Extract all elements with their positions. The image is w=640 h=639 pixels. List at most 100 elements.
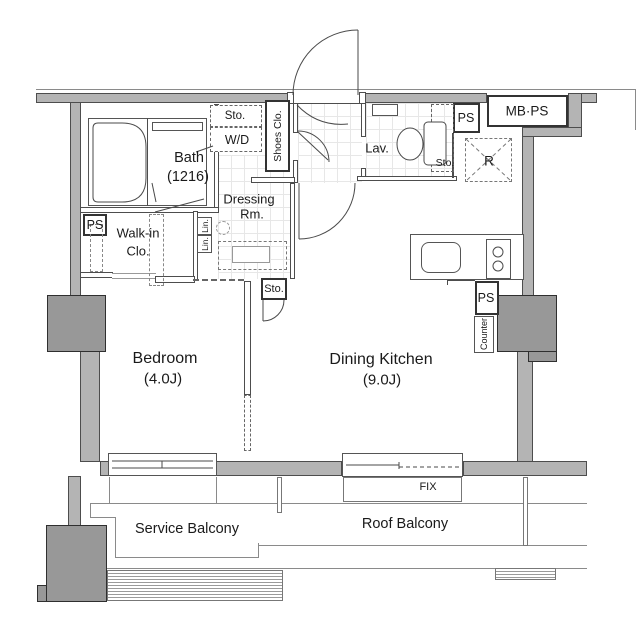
- bath-divider: [147, 118, 148, 206]
- pillar-upper-left: [47, 295, 106, 352]
- kitchen-stove: [486, 239, 511, 279]
- linen-label-2: Lin.: [200, 237, 210, 251]
- storage-door-swing-arc: [262, 299, 285, 322]
- entry-jamb-right: [359, 92, 366, 104]
- ps-shaft-kitchen: [475, 281, 499, 315]
- pillar-kitchen-ext: [528, 351, 557, 362]
- wic-opening: [112, 273, 156, 279]
- wic-hanger-right: [149, 214, 164, 286]
- stove-burner-2: [492, 260, 504, 272]
- partition-bedroom-dk-solid: [244, 281, 251, 395]
- storage-above-wd: [210, 105, 262, 127]
- bath-label: Bath: [174, 150, 204, 166]
- walkin-closet-label-2: Clo.: [126, 243, 150, 259]
- entry-threshold: [293, 103, 360, 104]
- outer-right-line: [635, 89, 636, 130]
- bedroom-size-label: (4.0J): [143, 370, 183, 388]
- linen-label-1: Lin.: [200, 219, 210, 233]
- dressing-bedroom-dashed-line: [193, 279, 244, 281]
- hatch-block-small: [495, 568, 556, 580]
- balcony-left-step: [90, 517, 116, 518]
- wall-dressing-dk: [290, 183, 295, 279]
- balcony-step-vertical: [258, 543, 259, 558]
- ps-shaft-left: [83, 214, 107, 236]
- bathtub: [92, 122, 147, 203]
- bedroom-label: Bedroom: [132, 350, 198, 367]
- wic-hanger-left: [90, 224, 103, 272]
- service-balcony-label: Service Balcony: [135, 521, 239, 537]
- dressing-room-label-1: Dressing: [223, 191, 275, 207]
- ground-line-right: [555, 568, 587, 569]
- dining-kitchen-size-label: (9.0J): [362, 371, 402, 389]
- wall-entry-left-lower: [293, 160, 298, 183]
- lav-cabinet: [372, 104, 398, 116]
- entry-jamb-left: [287, 92, 294, 104]
- balcony-left-edge: [90, 503, 91, 518]
- fix-window-label: FIX: [419, 481, 437, 493]
- stove-burner-1: [492, 246, 504, 258]
- wall-bath-bottom: [80, 207, 219, 213]
- bath-door-line: [154, 198, 205, 213]
- balcony-left-edge2: [115, 517, 116, 558]
- wall-right-step-horizontal: [522, 127, 582, 137]
- partition-bedroom-dk-sliding: [244, 395, 251, 451]
- pillar-lower-left-foot: [37, 585, 47, 602]
- roof-balcony-bottom: [258, 545, 587, 546]
- shoes-closet: [265, 100, 290, 172]
- lavatory-label: Lav.: [365, 140, 389, 156]
- washer-dryer-label: W/D: [224, 133, 250, 147]
- ground-line-left: [107, 568, 496, 569]
- linen-cabinet-2: [197, 235, 212, 253]
- pillar-kitchen: [497, 295, 557, 352]
- ps-top-label: PS: [457, 111, 475, 125]
- ps-shaft-top: [453, 103, 480, 133]
- dressing-vanity-basin: [232, 246, 270, 263]
- bath-shelf: [152, 122, 203, 131]
- entrance-door-swing-arc: [292, 29, 359, 96]
- toilet-tank: [423, 121, 447, 166]
- fridge-cross-2: [465, 138, 512, 182]
- kitchen-step-line2: [447, 280, 448, 285]
- dressing-room-label-2: Rm.: [240, 206, 264, 222]
- dining-kitchen-label: Dining Kitchen: [329, 351, 433, 368]
- hatch-block-large: [107, 570, 283, 601]
- pillar-lower-left: [46, 525, 107, 602]
- toilet-bowl: [396, 127, 424, 161]
- outer-top-line: [36, 89, 636, 90]
- refrigerator-label: R: [484, 153, 494, 169]
- balcony-top-line: [90, 503, 587, 504]
- wall-hall-bottom-left: [251, 177, 295, 183]
- storage-mid: [261, 278, 287, 300]
- hall-door-swing-arc: [298, 182, 356, 240]
- ps-left-label: PS: [86, 218, 104, 232]
- window-connector-right: [216, 477, 217, 503]
- washer-dryer-space: [210, 127, 262, 152]
- service-balcony-bottom: [115, 557, 259, 558]
- kitchen-step-line: [447, 280, 475, 281]
- balcony-divider-service: [277, 477, 282, 513]
- linen-cabinet-1: [197, 217, 212, 235]
- dressing-vanity: [218, 241, 287, 270]
- storage-mid-label: Sto.: [264, 283, 284, 295]
- lav-storage-label: Sto.: [435, 157, 455, 169]
- refrigerator-space: [465, 138, 512, 182]
- counter-label: Counter: [479, 317, 489, 351]
- entry-floor-tiles: [298, 103, 362, 183]
- dressing-door-swing-arc: [297, 130, 330, 163]
- bath-size-label: (1216): [167, 169, 209, 185]
- kitchen-bar-counter: [474, 316, 494, 353]
- kitchen-sink: [421, 242, 461, 273]
- bath-label-leader1: [195, 145, 214, 153]
- walkin-closet-label-1: Walk-in: [116, 225, 160, 241]
- meter-box-label: MB·PS: [505, 103, 549, 119]
- fix-window: [343, 477, 462, 502]
- dressing-vanity-bowl: [216, 221, 230, 235]
- roof-balcony-label: Roof Balcony: [361, 516, 449, 532]
- meter-box-ps: [487, 95, 568, 127]
- window-connector-left: [109, 477, 110, 503]
- bath-label-leader2: [151, 182, 157, 203]
- storage-top-label: Sto.: [224, 110, 246, 122]
- shoes-closet-label: Shoes Clo.: [272, 110, 284, 162]
